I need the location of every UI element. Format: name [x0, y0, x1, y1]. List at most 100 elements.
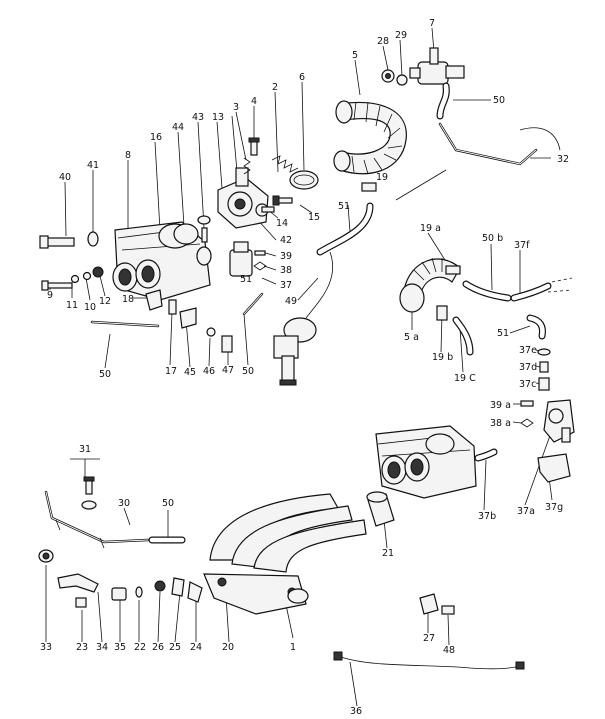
callout-51-right: 51 [497, 328, 509, 339]
callout-42: 42 [280, 235, 292, 246]
part-12-nut [92, 266, 104, 278]
callout-37c: 37c [519, 379, 536, 390]
callout-50b: 50 b [482, 233, 503, 244]
part-10-ring [82, 271, 92, 281]
part-37c-fitting [538, 377, 550, 391]
callout-50-left: 50 [99, 369, 111, 380]
part-11-washer [70, 274, 80, 284]
callout-10: 10 [84, 302, 96, 313]
part-19b-fitting [436, 305, 448, 321]
part-49-line [305, 251, 334, 319]
part-37a-unit [543, 399, 575, 443]
part-35-sleeve [111, 587, 127, 601]
part-39-screw [254, 250, 266, 256]
callout-19: 19 [376, 172, 388, 183]
part-37d-sleeve [539, 361, 549, 373]
part-50-hose-right [242, 292, 264, 316]
callout-38a: 38 a [490, 418, 511, 429]
part-20-intake-manifold [203, 493, 367, 615]
part-38-clip [253, 261, 267, 271]
part-7-valve [409, 47, 465, 85]
part-4-screw [248, 137, 260, 156]
routing-line [395, 169, 447, 201]
part-32-vacuum-line [438, 122, 561, 166]
part-33-clamp [38, 549, 54, 563]
callout-39a: 39 a [490, 400, 511, 411]
part-37g-bracket [537, 453, 571, 483]
callout-39: 39 [280, 251, 292, 262]
callout-23: 23 [76, 642, 88, 653]
callout-31: 31 [79, 444, 91, 455]
callout-21: 21 [382, 548, 394, 559]
part-31-screw [81, 476, 97, 510]
part-36-cable [333, 651, 525, 670]
callout-34: 34 [96, 642, 108, 653]
callout-16: 16 [150, 132, 162, 143]
callout-40: 40 [59, 172, 71, 183]
throttle-housing-right [375, 425, 477, 499]
callout-2: 2 [272, 82, 278, 93]
part-46-ring [206, 327, 216, 337]
part-37f-tube [510, 277, 573, 302]
part-34-elbow [57, 573, 99, 593]
callout-8: 8 [125, 150, 131, 161]
callout-47: 47 [222, 365, 234, 376]
part-19-fitting [361, 182, 377, 192]
part-49-sensor [273, 317, 317, 386]
part-17-bolt [168, 299, 177, 315]
part-14-bolt [261, 206, 275, 213]
callout-37f: 37f [514, 240, 530, 251]
callout-48: 48 [443, 645, 455, 656]
callout-45: 45 [184, 367, 196, 378]
callout-12: 12 [99, 296, 111, 307]
callout-37: 37 [280, 280, 292, 291]
part-19c-hose [452, 316, 474, 356]
callout-7: 7 [429, 18, 435, 29]
callout-4: 4 [251, 96, 257, 107]
callout-11: 11 [66, 300, 78, 311]
callout-5: 5 [352, 50, 358, 61]
callout-29: 29 [395, 30, 407, 41]
part-6-hose-clamp [289, 170, 319, 190]
part-5-corrugated-hose [333, 100, 407, 175]
callout-13: 13 [212, 112, 224, 123]
callout-51-top: 51 [338, 201, 350, 212]
callout-19c: 19 C [454, 373, 476, 384]
callout-43: 43 [192, 112, 204, 123]
callout-30: 30 [118, 498, 130, 509]
part-47-fitting [221, 335, 233, 353]
callout-37g: 37g [545, 502, 563, 513]
callout-50-top: 50 [493, 95, 505, 106]
part-28-seal-inner [385, 73, 391, 79]
part-50-hose-left [90, 320, 160, 328]
callout-37b: 37b [478, 511, 496, 522]
callout-17: 17 [165, 366, 177, 377]
part-26-nut [154, 580, 166, 592]
part-23-sleeve [75, 597, 87, 608]
callout-3: 3 [233, 102, 239, 113]
part-19a-fitting [445, 265, 461, 275]
callout-36: 36 [350, 706, 362, 717]
callout-41: 41 [87, 160, 99, 171]
part-29-ring [396, 74, 408, 86]
callout-26: 26 [152, 642, 164, 653]
callout-24: 24 [190, 642, 202, 653]
part-37-unit [229, 241, 253, 277]
part-22-ring [135, 586, 143, 598]
part-30-pipe [44, 490, 150, 549]
part-3-spring-screw [243, 157, 251, 175]
part-13-throttle-body [217, 167, 269, 229]
part-2-spring [271, 155, 299, 173]
part-51-hose [316, 202, 374, 256]
part-43-washer [197, 215, 211, 225]
callout-46: 46 [203, 366, 215, 377]
part-50-bent-pipe-top [436, 82, 450, 120]
callout-15: 15 [308, 212, 320, 223]
part-21-sleeve [366, 491, 395, 527]
callout-35: 35 [114, 642, 126, 653]
callout-6: 6 [299, 72, 305, 83]
part-9-bolt [41, 280, 73, 291]
callout-25: 25 [169, 642, 181, 653]
part-16-gasket [173, 223, 199, 245]
